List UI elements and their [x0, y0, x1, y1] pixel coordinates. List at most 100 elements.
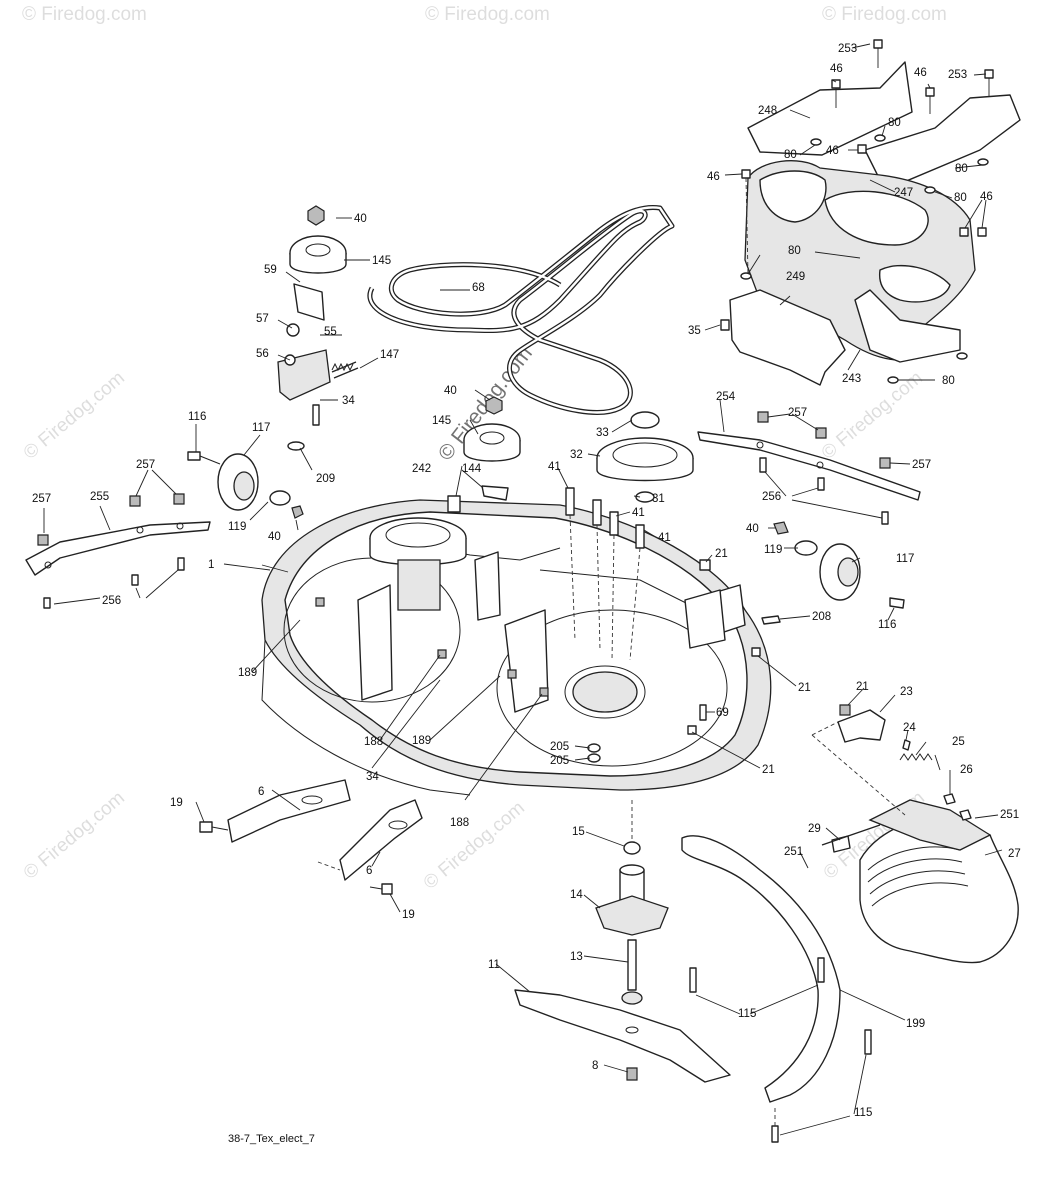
callout-26: 26 [960, 764, 973, 776]
callout-46e: 46 [980, 191, 993, 203]
callout-23: 23 [900, 686, 913, 698]
callout-189b: 189 [412, 735, 431, 747]
callout-41b: 41 [632, 507, 645, 519]
callout-199: 199 [906, 1018, 925, 1030]
callout-208: 208 [812, 611, 831, 623]
callout-116a: 116 [188, 411, 206, 423]
callout-29: 29 [808, 823, 821, 835]
callout-14: 14 [570, 889, 583, 901]
callout-253a: 253 [838, 43, 857, 55]
callout-68: 68 [472, 282, 485, 294]
deck-belt-guard [681, 835, 841, 1103]
callout-24: 24 [903, 722, 916, 734]
belt-covers-assembly [729, 61, 1021, 386]
callout-8: 8 [592, 1060, 598, 1072]
watermark-low-left: © Firedog.com [20, 787, 129, 883]
leader-lines [43, 43, 1003, 1136]
watermark-mid-right: © Firedog.com [818, 367, 927, 463]
deck-spindle-pulley-left [369, 517, 467, 611]
callout-205b: 205 [550, 755, 569, 767]
callout-80a: 80 [888, 117, 901, 129]
callout-32: 32 [570, 449, 583, 461]
cover-fasteners [720, 39, 994, 384]
callout-80e: 80 [788, 245, 801, 257]
gauge-wheel-right [773, 521, 905, 609]
mower-blade [514, 989, 731, 1083]
callout-40c: 40 [268, 531, 281, 543]
callout-34b: 34 [366, 771, 379, 783]
deck-brackets [357, 551, 726, 713]
callout-209: 209 [316, 473, 335, 485]
idler-arm-assembly [811, 704, 941, 816]
callout-116b: 116 [878, 619, 896, 631]
bolts-41 [565, 487, 645, 661]
callout-1: 1 [208, 559, 214, 571]
callout-147: 147 [380, 349, 399, 361]
callout-257b: 257 [136, 459, 155, 471]
callout-40a: 40 [354, 213, 367, 225]
watermark-top-right: © Firedog.com [822, 4, 947, 25]
callout-117b: 117 [896, 553, 914, 565]
callout-21a: 21 [715, 548, 728, 560]
callout-253b: 253 [948, 69, 967, 81]
lift-brackets [199, 779, 423, 895]
callout-80b: 80 [784, 149, 797, 161]
callout-242: 242 [412, 463, 431, 475]
idler-pulley-assembly-left [277, 205, 359, 451]
callout-256a: 256 [102, 595, 121, 607]
callout-41a: 41 [548, 461, 561, 473]
callout-145b: 145 [432, 415, 451, 427]
deck-hardware [315, 559, 781, 763]
idler-pulley-center [447, 396, 521, 513]
callout-6b: 6 [366, 865, 372, 877]
callout-243: 243 [842, 373, 861, 385]
callout-31: 31 [652, 493, 665, 505]
callout-249: 249 [786, 271, 805, 283]
callout-11: 11 [488, 959, 500, 971]
callout-19a: 19 [170, 797, 183, 809]
callout-188b: 188 [450, 817, 469, 829]
watermark-low-center: © Firedog.com [420, 797, 529, 893]
watermark-top-left: © Firedog.com [22, 4, 147, 25]
gauge-wheel-left [187, 451, 304, 519]
callout-56: 56 [256, 348, 269, 360]
callout-57: 57 [256, 313, 269, 325]
callout-80f: 80 [942, 375, 955, 387]
callout-13: 13 [570, 951, 583, 963]
callout-46c: 46 [826, 145, 839, 157]
callout-46a: 46 [830, 63, 843, 75]
watermark-top-center: © Firedog.com [425, 4, 550, 25]
callout-46b: 46 [914, 67, 927, 79]
bolts-115 [689, 957, 872, 1143]
callout-35: 35 [688, 325, 701, 337]
callout-labels: 1 6 6 8 11 13 14 15 19 19 21 21 21 21 23… [32, 43, 1021, 1119]
discharge-chute [821, 793, 1019, 964]
watermark-mid-left: © Firedog.com [20, 367, 129, 463]
spindle-stack [595, 800, 669, 1005]
callout-59: 59 [264, 264, 277, 276]
callout-21c: 21 [762, 764, 775, 776]
callout-69: 69 [716, 707, 729, 719]
callout-115a: 115 [738, 1008, 756, 1020]
callout-251b: 251 [784, 846, 803, 858]
callout-205a: 205 [550, 741, 569, 753]
callout-117a: 117 [252, 422, 270, 434]
drive-belt [367, 204, 675, 415]
callout-144: 144 [462, 463, 482, 475]
callout-21b: 21 [798, 682, 811, 694]
callout-40b: 40 [444, 385, 457, 397]
callout-115b: 115 [854, 1107, 872, 1119]
callout-46d: 46 [707, 171, 720, 183]
callout-21d: 21 [856, 681, 869, 693]
callout-257a: 257 [32, 493, 51, 505]
callout-247: 247 [894, 187, 913, 199]
callout-40d: 40 [746, 523, 759, 535]
callout-119a: 119 [228, 521, 246, 533]
callout-15: 15 [572, 826, 585, 838]
spindle-pulley-right [596, 411, 694, 503]
anti-scalp-bracket-left [25, 493, 211, 609]
callout-254: 254 [716, 391, 736, 403]
callout-34a: 34 [342, 395, 355, 407]
callout-80c: 80 [955, 163, 968, 175]
callout-257d: 257 [912, 459, 931, 471]
